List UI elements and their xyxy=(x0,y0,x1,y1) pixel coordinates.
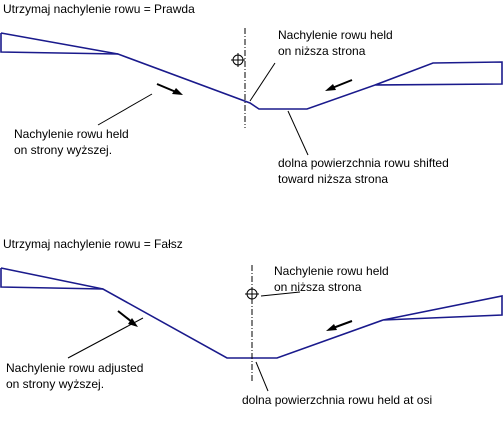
label-right-slope: Nachylenie rowu held on niższa strona xyxy=(278,28,396,58)
ditch-left-bank-top xyxy=(0,32,119,55)
leader-line-left-slope xyxy=(67,317,144,359)
panel-heading: Utrzymaj nachylenie rowu = Prawda xyxy=(3,2,195,16)
leader-line-right-slope xyxy=(260,291,301,297)
label-left-slope: Nachylenie rowu held on strony wyższej. xyxy=(14,127,132,157)
panel-hold-slope-false: Utrzymaj nachylenie rowu = Fałsz Nachyle… xyxy=(0,237,503,407)
target-icon xyxy=(245,287,259,301)
ditch-profile-line xyxy=(0,33,503,110)
label-ditch-bottom: dolna powierzchnia rowu shifted toward n… xyxy=(278,156,452,186)
panel-heading: Utrzymaj nachylenie rowu = Fałsz xyxy=(3,237,183,251)
slope-direction-arrow-right xyxy=(325,79,353,91)
leader-line-ditch-bottom xyxy=(255,361,269,392)
slope-direction-arrow-right xyxy=(326,320,353,331)
ditch-profile-line xyxy=(0,268,503,359)
label-right-slope: Nachylenie rowu held on niższa strona xyxy=(274,264,392,294)
slope-direction-arrow-left xyxy=(117,310,138,327)
target-icon xyxy=(231,53,245,67)
panel-hold-slope-true: Utrzymaj nachylenie rowu = Prawda Nachyl… xyxy=(0,2,503,186)
slope-direction-arrow-left xyxy=(156,83,183,95)
leader-line-left-slope xyxy=(97,93,153,126)
label-left-slope: Nachylenie rowu adjusted on strony wyższ… xyxy=(6,361,147,391)
label-ditch-bottom: dolna powierzchnia rowu held at osi xyxy=(242,393,432,407)
ditch-left-bank-top xyxy=(0,267,104,290)
leader-line-ditch-bottom xyxy=(287,110,309,156)
leader-line-right-slope xyxy=(249,62,276,102)
